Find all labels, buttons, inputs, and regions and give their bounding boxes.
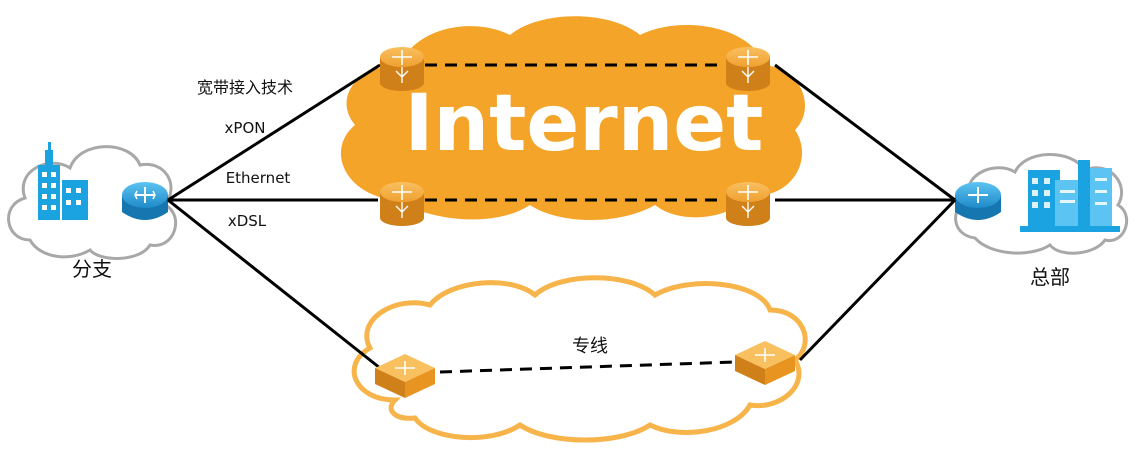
links xyxy=(167,63,957,370)
link-hq-internet-top xyxy=(774,63,956,202)
internet-cloud xyxy=(340,16,805,220)
dashed-tunnels xyxy=(425,63,736,374)
leased-line-cloud xyxy=(351,275,808,443)
tunnel-leased-line xyxy=(439,360,736,374)
router-icon xyxy=(380,182,424,226)
switch-icon xyxy=(375,354,435,398)
access-tech-xpon: xPON xyxy=(225,119,266,137)
router-icon xyxy=(726,182,770,226)
link-hq-leased xyxy=(798,198,957,362)
router-icon xyxy=(955,182,1001,220)
leased-line-label: 专线 xyxy=(572,336,608,357)
router-icon xyxy=(122,182,168,220)
building-icon xyxy=(38,142,88,220)
link-branch-leased xyxy=(167,198,381,370)
router-icon xyxy=(380,47,424,91)
internet-label: Internet xyxy=(405,79,764,169)
hq-label: 总部 xyxy=(1030,265,1070,289)
broadband-label: 宽带接入技术 xyxy=(197,78,293,97)
link-branch-internet-top xyxy=(167,63,381,202)
router-icon xyxy=(726,47,770,91)
branch-label: 分支 xyxy=(72,257,112,281)
office-building-icon xyxy=(1020,160,1120,232)
access-tech-xdsl: xDSL xyxy=(228,212,267,230)
switch-icon xyxy=(735,341,795,385)
access-tech-ethernet: Ethernet xyxy=(226,169,291,187)
